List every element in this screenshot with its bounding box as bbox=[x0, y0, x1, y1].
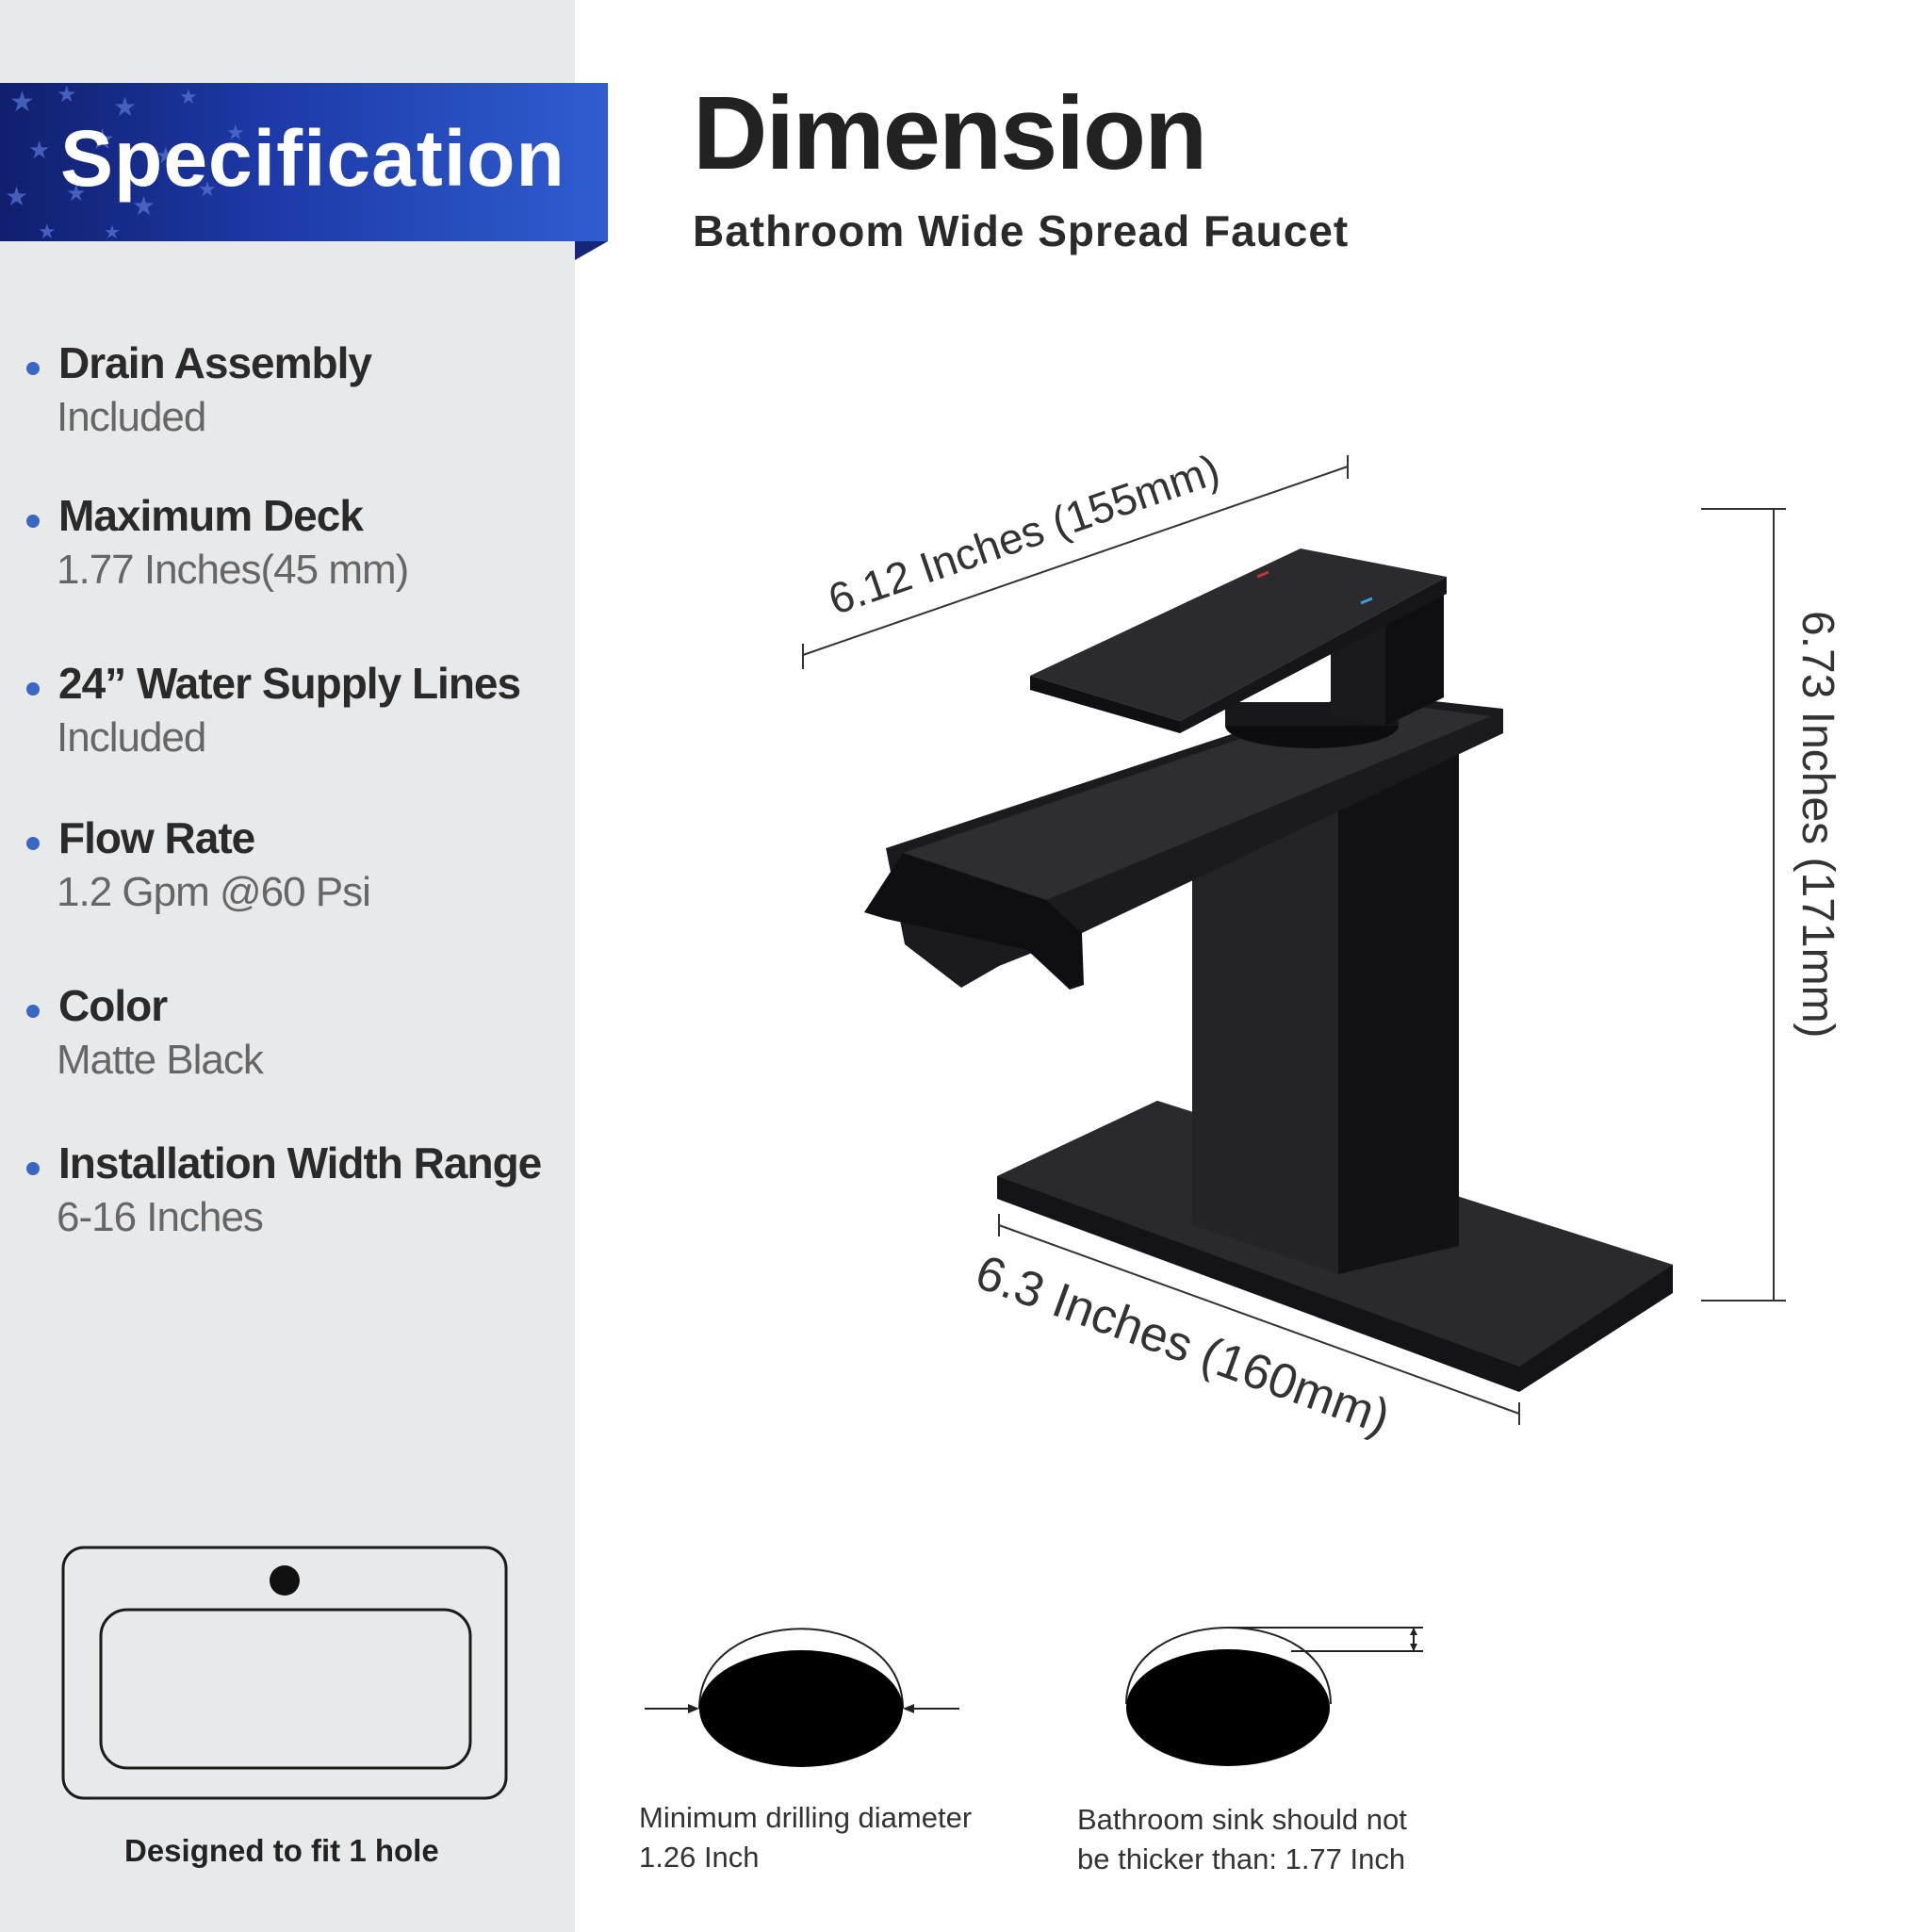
svg-text:★: ★ bbox=[104, 222, 121, 241]
spec-name: Flow Rate bbox=[58, 813, 255, 862]
svg-text:★: ★ bbox=[66, 181, 87, 206]
specification-banner: ★★ ★★ ★★ ★★ ★★ ★★ ★★ Specification bbox=[0, 83, 608, 241]
sink-outline bbox=[61, 1546, 508, 1800]
svg-text:★: ★ bbox=[198, 177, 217, 201]
thickness-caption-line1: Bathroom sink should not bbox=[1077, 1803, 1407, 1836]
faucet-body bbox=[1192, 745, 1459, 1274]
svg-text:★: ★ bbox=[28, 136, 50, 164]
sink-thickness-diagram bbox=[1125, 1627, 1423, 1766]
faucet-handle bbox=[1030, 548, 1447, 733]
svg-text:★: ★ bbox=[5, 182, 28, 211]
dimension-title: Dimension bbox=[693, 75, 1207, 191]
svg-text:★: ★ bbox=[226, 121, 245, 144]
spec-value: Included bbox=[57, 394, 206, 440]
thickness-caption: Bathroom sink should not be thicker than… bbox=[1077, 1800, 1407, 1879]
spec-value: Included bbox=[57, 714, 206, 761]
svg-text:★: ★ bbox=[156, 143, 176, 169]
dimension-subtitle: Bathroom Wide Spread Faucet bbox=[693, 206, 1350, 255]
bullet-icon bbox=[26, 682, 40, 696]
drill-caption-line1: Minimum drilling diameter bbox=[639, 1801, 973, 1834]
svg-text:★: ★ bbox=[38, 220, 57, 241]
bullet-icon bbox=[26, 362, 40, 375]
base-width-line bbox=[998, 1214, 1520, 1425]
spec-name: Maximum Deck bbox=[58, 491, 364, 540]
svg-text:★: ★ bbox=[57, 83, 77, 107]
svg-text:★: ★ bbox=[132, 191, 156, 221]
faucet-hole-icon bbox=[270, 1565, 300, 1596]
bullet-icon bbox=[26, 515, 40, 528]
drill-caption: Minimum drilling diameter 1.26 Inch bbox=[639, 1798, 972, 1877]
spec-value: Matte Black bbox=[57, 1037, 264, 1083]
spec-value: 6-16 Inches bbox=[57, 1194, 264, 1240]
svg-text:★: ★ bbox=[9, 87, 35, 118]
spec-name: Installation Width Range bbox=[58, 1138, 542, 1187]
spec-name: Color bbox=[58, 981, 168, 1030]
bullet-icon bbox=[26, 837, 40, 850]
height-line bbox=[1701, 508, 1786, 1302]
drill-diameter-diagram bbox=[645, 1628, 959, 1767]
svg-text:★: ★ bbox=[90, 124, 115, 156]
sink-basin bbox=[99, 1608, 472, 1770]
spec-value: 1.77 Inches(45 mm) bbox=[57, 547, 409, 593]
specification-title: Specification bbox=[60, 114, 565, 203]
drill-caption-line2: 1.26 Inch bbox=[639, 1841, 760, 1874]
thickness-caption-line2: be thicker than: 1.77 Inch bbox=[1077, 1842, 1406, 1875]
svg-text:★: ★ bbox=[179, 85, 198, 108]
bullet-icon bbox=[26, 1162, 40, 1175]
sink-hole-diagram bbox=[61, 1546, 508, 1800]
spec-name: Drain Assembly bbox=[58, 338, 372, 387]
svg-text:★: ★ bbox=[113, 92, 137, 122]
spec-value: 1.2 Gpm @60 Psi bbox=[57, 869, 371, 915]
faucet-spout bbox=[864, 693, 1503, 990]
hole-caption: Designed to fit 1 hole bbox=[124, 1833, 439, 1868]
banner-fold bbox=[575, 241, 608, 260]
stars-decoration: ★★ ★★ ★★ ★★ ★★ ★★ ★★ bbox=[5, 83, 245, 241]
spec-name: 24” Water Supply Lines bbox=[58, 659, 521, 708]
top-width-line bbox=[802, 455, 1349, 669]
bullet-icon bbox=[26, 1005, 40, 1018]
